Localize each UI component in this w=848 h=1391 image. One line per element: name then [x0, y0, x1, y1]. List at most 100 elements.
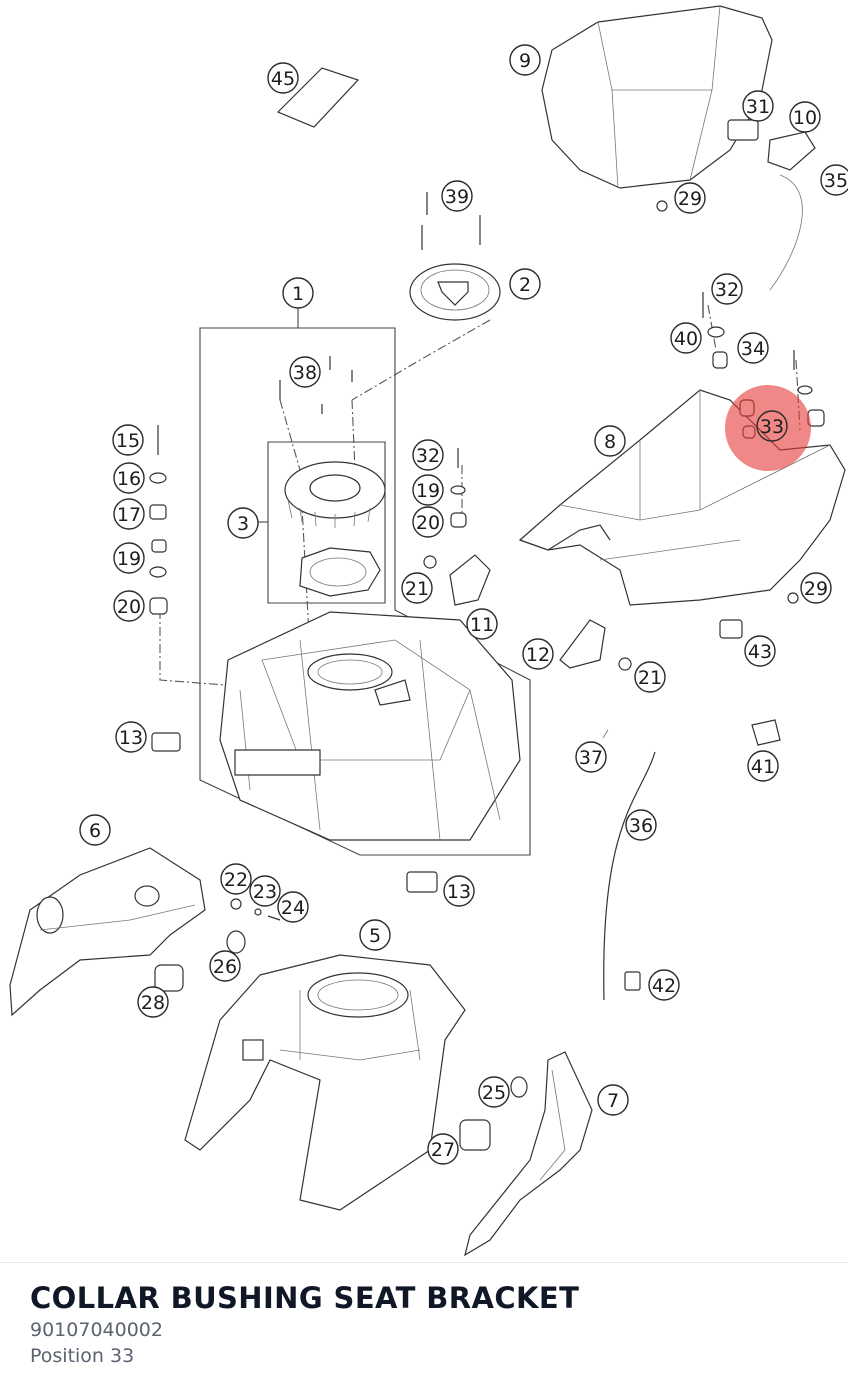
callout-25[interactable]: 25	[478, 1076, 510, 1108]
callout-label: 43	[748, 641, 772, 663]
callout-6[interactable]: 6	[79, 814, 111, 846]
callout-29b[interactable]: 29	[800, 572, 832, 604]
callout-45[interactable]: 45	[267, 62, 299, 94]
callout-21b[interactable]: 21	[634, 661, 666, 693]
callout-label: 2	[519, 274, 531, 296]
callout-11[interactable]: 11	[466, 608, 498, 640]
rear-seat	[541, 5, 773, 189]
callout-label: 6	[89, 820, 101, 842]
right-side-panel	[464, 1051, 593, 1257]
callout-label: 17	[117, 504, 141, 526]
callout-label: 13	[119, 727, 143, 749]
callout-label: 15	[116, 430, 140, 452]
callout-label: 27	[431, 1139, 455, 1161]
callout-9[interactable]: 9	[509, 44, 541, 76]
callout-label: 23	[253, 881, 277, 903]
callout-label: 33	[760, 416, 784, 438]
callout-38[interactable]: 38	[289, 356, 321, 388]
callout-31[interactable]: 31	[742, 90, 774, 122]
fuel-pump-flange	[284, 461, 386, 597]
callout-33[interactable]: 33	[756, 410, 788, 442]
callout-label: 39	[445, 186, 469, 208]
pump-assembly-frame	[267, 441, 386, 604]
callout-label: 29	[804, 578, 828, 600]
fuel-tank	[219, 611, 521, 841]
callout-label: 40	[674, 328, 698, 350]
small-parts	[149, 67, 825, 1151]
callout-3[interactable]: 3	[227, 507, 259, 539]
part-title: COLLAR BUSHING SEAT BRACKET	[30, 1281, 580, 1315]
callout-label: 13	[447, 881, 471, 903]
part-position: Position 33	[30, 1345, 135, 1367]
selected-part-highlight[interactable]	[725, 385, 811, 471]
callout-40[interactable]: 40	[670, 322, 702, 354]
callout-36[interactable]: 36	[625, 809, 657, 841]
tank-assembly-frame	[199, 327, 531, 856]
callout-label: 19	[117, 548, 141, 570]
callout-label: 41	[751, 756, 775, 778]
callout-16[interactable]: 16	[113, 462, 145, 494]
callout-21[interactable]: 21	[401, 572, 433, 604]
callout-42[interactable]: 42	[648, 969, 680, 1001]
callout-19b[interactable]: 19	[113, 542, 145, 574]
callout-label: 28	[141, 992, 165, 1014]
part-number: 90107040002	[30, 1319, 163, 1341]
part-info-panel: COLLAR BUSHING SEAT BRACKET 90107040002 …	[0, 1262, 848, 1391]
callout-13[interactable]: 13	[115, 721, 147, 753]
callout-label: 20	[117, 596, 141, 618]
callout-label: 45	[271, 68, 295, 90]
callout-10[interactable]: 10	[789, 101, 821, 133]
callout-label: 3	[237, 513, 249, 535]
callout-label: 19	[416, 480, 440, 502]
left-side-panel	[9, 847, 206, 1017]
callout-1[interactable]: 1	[282, 277, 314, 309]
callout-34[interactable]: 34	[737, 332, 769, 364]
callout-label: 24	[281, 897, 305, 919]
callout-label: 20	[416, 512, 440, 534]
callout-8[interactable]: 8	[594, 425, 626, 457]
tank-cover	[184, 954, 466, 1211]
callout-32[interactable]: 32	[711, 273, 743, 305]
callout-label: 37	[579, 747, 603, 769]
callout-37[interactable]: 37	[575, 741, 607, 773]
callout-24[interactable]: 24	[277, 891, 309, 923]
callout-12[interactable]: 12	[522, 638, 554, 670]
callout-19[interactable]: 19	[412, 474, 444, 506]
callout-2[interactable]: 2	[509, 268, 541, 300]
callout-28[interactable]: 28	[137, 986, 169, 1018]
callout-label: 34	[741, 338, 765, 360]
callout-label: 32	[416, 445, 440, 467]
callout-label: 5	[369, 925, 381, 947]
callout-35[interactable]: 35	[820, 164, 848, 196]
callout-label: 12	[526, 644, 550, 666]
exploded-parts-diagram: 45 9 31 10 35 39 29 2 1 32 40 34 38 33 1…	[9, 5, 848, 1257]
callout-label: 8	[604, 431, 616, 453]
callout-20[interactable]: 20	[412, 506, 444, 538]
callout-7[interactable]: 7	[597, 1084, 629, 1116]
callout-39[interactable]: 39	[441, 180, 473, 212]
callout-29[interactable]: 29	[674, 182, 706, 214]
filler-cap	[409, 263, 501, 321]
callout-32b[interactable]: 32	[412, 439, 444, 471]
callout-5[interactable]: 5	[359, 919, 391, 951]
callout-label: 25	[482, 1082, 506, 1104]
callout-label: 35	[824, 170, 848, 192]
callout-label: 32	[715, 279, 739, 301]
callout-17[interactable]: 17	[113, 498, 145, 530]
callout-label: 29	[678, 188, 702, 210]
callout-label: 7	[607, 1090, 619, 1112]
callout-23[interactable]: 23	[249, 875, 281, 907]
callout-20b[interactable]: 20	[113, 590, 145, 622]
callout-label: 9	[519, 50, 531, 72]
callout-label: 26	[213, 956, 237, 978]
callout-27[interactable]: 27	[427, 1133, 459, 1165]
callout-label: 31	[746, 96, 770, 118]
callout-label: 22	[224, 869, 248, 891]
callout-15[interactable]: 15	[112, 424, 144, 456]
callout-13b[interactable]: 13	[443, 875, 475, 907]
callout-label: 16	[117, 468, 141, 490]
callout-43[interactable]: 43	[744, 635, 776, 667]
callout-26[interactable]: 26	[209, 950, 241, 982]
callout-22[interactable]: 22	[220, 863, 252, 895]
callout-41[interactable]: 41	[747, 750, 779, 782]
